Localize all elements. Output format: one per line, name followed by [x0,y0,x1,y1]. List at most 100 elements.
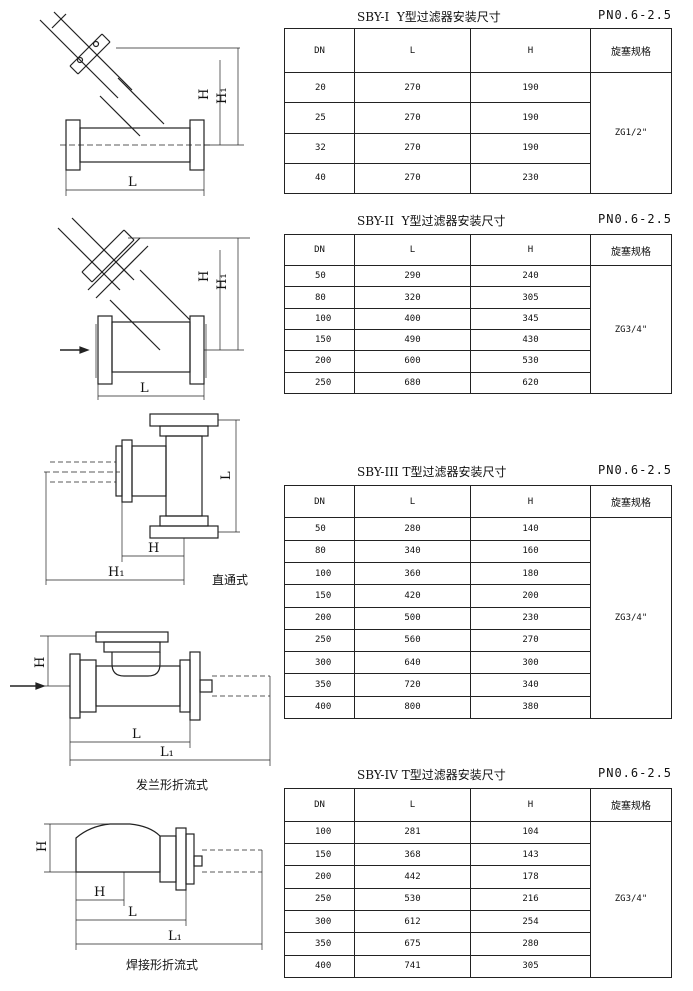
section-1-title: SBY-I Y型过滤器安装尺寸 [357,10,501,24]
table-cell: 620 [470,371,591,395]
section-2-title: SBY-II Y型过滤器安装尺寸 [357,214,506,228]
d4-label-L1: L₁ [160,745,174,760]
column-header: DN [284,233,355,267]
d3-label-H1: H₁ [108,565,125,580]
table-cell: 270 [354,162,471,195]
d1-label-H1: H₁ [215,87,230,104]
drawing-1-y-strainer [39,11,244,196]
column-header: DN [284,788,355,822]
column-header: H [470,484,591,519]
d1-label-H: H [197,89,212,100]
table-cell: 150 [284,328,355,352]
d2-label-L: L [140,381,149,396]
table-cell: 140 [470,517,591,541]
table-cell: 50 [284,265,355,288]
section-4-title: SBY-IV T型过滤器安装尺寸 [357,768,506,782]
table-cell: 200 [470,584,591,608]
table-cell: 720 [354,673,471,697]
d5-label-L1: L₁ [168,929,182,944]
table-cell: 280 [470,932,591,956]
plug-spec-cell: ZG1/2" [590,72,672,194]
column-header: H [470,233,591,267]
table-cell: 270 [470,628,591,653]
table-cell: 442 [354,865,471,889]
table-cell: 178 [470,865,591,889]
table-cell: 300 [284,651,355,675]
table-cell: 32 [284,132,355,164]
d5-label-L: L [128,905,137,920]
drawing-3-t-strainer-straight [44,413,240,585]
table-cell: 380 [470,695,591,720]
table-cell: 216 [470,887,591,911]
d4-label-L: L [132,727,141,742]
table-cell: 300 [284,909,355,934]
table-cell: 300 [470,651,591,675]
caption-flange-fold: 发兰形折流式 [136,778,209,792]
section-3-pn: PN0.6-2.5 [598,463,673,477]
table-cell: 680 [354,371,471,395]
table-cell: 50 [284,517,355,541]
table-cell: 305 [470,286,591,309]
section-1-pn: PN0.6-2.5 [598,8,673,22]
column-header: L [354,788,471,822]
column-header: 旋塞规格 [590,788,672,822]
table-cell: 340 [354,539,471,563]
table-cell: 230 [470,606,591,630]
table-cell: 400 [284,954,355,979]
caption-weld-fold: 焊接形折流式 [126,958,199,972]
d4-label-H: H [33,657,48,668]
table-cell: 345 [470,307,591,331]
column-header: 旋塞规格 [590,484,672,519]
table-cell: 612 [354,909,471,934]
table-cell: 180 [470,561,591,586]
column-header: H [470,28,591,73]
table-cell: 250 [284,371,355,395]
table-cell: 350 [284,932,355,956]
table-cell: 560 [354,628,471,653]
table-cell: 305 [470,954,591,979]
table-cell: 320 [354,286,471,309]
table-cell: 675 [354,932,471,956]
column-header: DN [284,484,355,519]
column-header: 旋塞规格 [590,28,672,73]
table-cell: 600 [354,350,471,373]
table-cell: 500 [354,606,471,630]
table-cell: 25 [284,102,355,134]
plug-spec-cell: ZG3/4" [590,265,672,394]
d5-label-H: H [35,841,50,852]
table-cell: 200 [284,865,355,889]
table-cell: 254 [470,909,591,934]
table-cell: 360 [354,561,471,586]
table-cell: 280 [354,517,471,541]
table-cell: 270 [354,71,471,104]
table-cell: 230 [470,162,591,195]
table-cell: 190 [470,71,591,104]
table-cell: 80 [284,286,355,309]
table-cell: 160 [470,539,591,563]
section-3-title: SBY-III T型过滤器安装尺寸 [357,465,507,479]
d3-label-L: L [219,471,234,480]
table-cell: 800 [354,695,471,720]
table-cell: 430 [470,328,591,352]
